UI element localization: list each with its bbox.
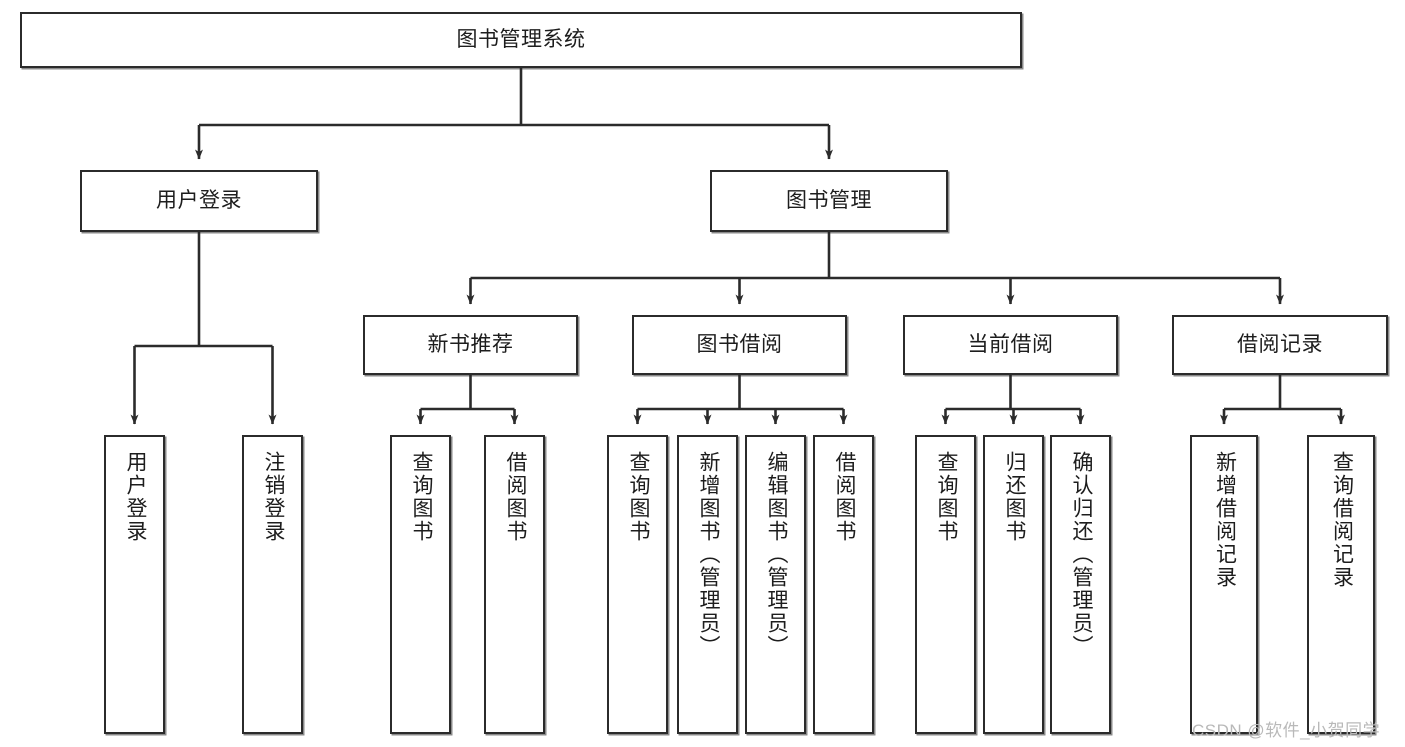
leaf-query-book-borrowing[interactable]: 查询图书 [607, 435, 668, 734]
node-label: 图书管理 [786, 188, 872, 212]
node-label: 新增图书（管理员） [696, 451, 720, 658]
leaf-logout[interactable]: 注销登录 [242, 435, 303, 734]
leaf-return-book[interactable]: 归还图书 [983, 435, 1044, 734]
node-label: 查询借阅记录 [1330, 451, 1354, 589]
node-borrowing-record[interactable]: 借阅记录 [1172, 315, 1388, 375]
node-label: 借阅记录 [1237, 332, 1323, 356]
leaf-query-book-current[interactable]: 查询图书 [915, 435, 976, 734]
node-label: 图书借阅 [696, 332, 783, 356]
leaf-add-borrowing-record[interactable]: 新增借阅记录 [1190, 435, 1258, 734]
leaf-query-book-recommendation[interactable]: 查询图书 [390, 435, 451, 734]
node-label: 归还图书 [1002, 451, 1026, 543]
node-label: 用户登录 [123, 451, 147, 543]
node-label: 查询图书 [626, 451, 650, 543]
node-label: 编辑图书（管理员） [764, 451, 788, 658]
leaf-borrow-book-borrowing[interactable]: 借阅图书 [813, 435, 874, 734]
leaf-user-login[interactable]: 用户登录 [104, 435, 165, 734]
node-label: 借阅图书 [832, 451, 856, 543]
node-new-book-recommendation[interactable]: 新书推荐 [363, 315, 578, 375]
leaf-add-book-admin[interactable]: 新增图书（管理员） [677, 435, 738, 734]
leaf-edit-book-admin[interactable]: 编辑图书（管理员） [745, 435, 806, 734]
node-label: 确认归还（管理员） [1069, 451, 1093, 658]
node-label: 新书推荐 [427, 332, 514, 356]
node-book-borrowing[interactable]: 图书借阅 [632, 315, 847, 375]
leaf-confirm-return-admin[interactable]: 确认归还（管理员） [1050, 435, 1111, 734]
node-book-management[interactable]: 图书管理 [710, 170, 948, 232]
node-label: 注销登录 [261, 451, 285, 543]
node-current-borrowing[interactable]: 当前借阅 [903, 315, 1118, 375]
node-label: 图书管理系统 [456, 27, 586, 51]
node-root-book-management-system[interactable]: 图书管理系统 [20, 12, 1022, 68]
node-user-login[interactable]: 用户登录 [80, 170, 318, 232]
leaf-query-borrowing-record[interactable]: 查询借阅记录 [1307, 435, 1375, 734]
node-label: 新增借阅记录 [1213, 451, 1237, 589]
leaf-borrow-book-recommendation[interactable]: 借阅图书 [484, 435, 545, 734]
node-label: 查询图书 [934, 451, 958, 543]
node-label: 借阅图书 [503, 451, 527, 543]
node-label: 查询图书 [409, 451, 433, 543]
node-label: 当前借阅 [967, 332, 1054, 356]
node-label: 用户登录 [156, 188, 242, 212]
